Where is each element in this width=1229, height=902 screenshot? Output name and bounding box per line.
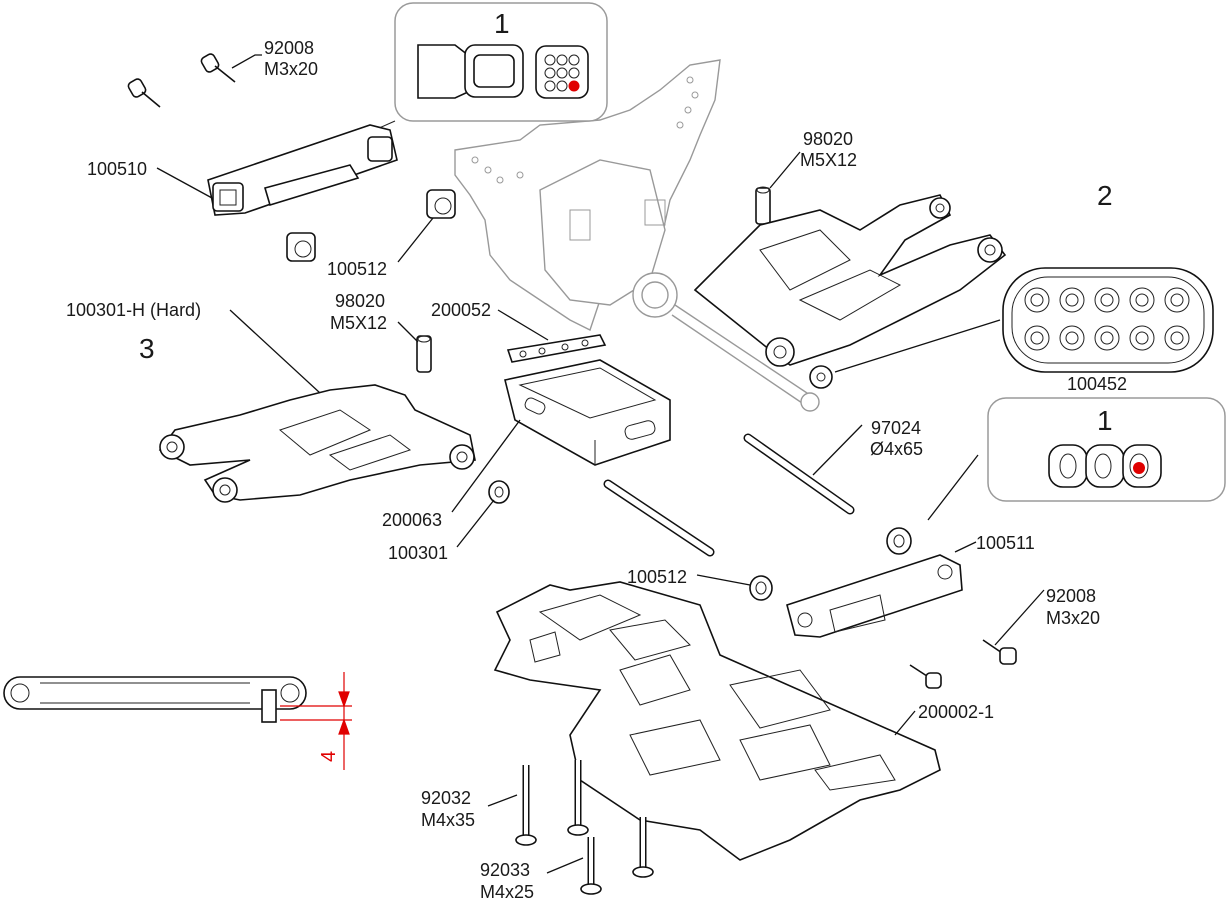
callout-number-top: 1 bbox=[494, 8, 510, 39]
label-200052: 200052 bbox=[431, 300, 491, 320]
label-97024: 97024 bbox=[871, 418, 921, 438]
highlight-dot-top bbox=[568, 80, 580, 92]
callout-box-right: 1 bbox=[987, 397, 1226, 502]
label-98020-left: 98020 bbox=[335, 291, 385, 311]
highlight-dot-right bbox=[1133, 462, 1145, 474]
callout-number-right: 1 bbox=[1097, 405, 1113, 436]
screw-92033 bbox=[580, 817, 654, 895]
label-m3x20-top: M3x20 bbox=[264, 59, 318, 79]
label-100512-left: 100512 bbox=[327, 259, 387, 279]
index-number-2: 2 bbox=[1097, 180, 1113, 211]
dimension-value: 4 bbox=[318, 751, 340, 762]
grub-screw-98020-left bbox=[416, 335, 432, 373]
washer-arm-right bbox=[809, 365, 833, 389]
screw-mid-right bbox=[909, 664, 942, 689]
hinge-pin-lower bbox=[603, 479, 715, 557]
dimension-marker bbox=[280, 672, 352, 770]
leader-lines bbox=[156, 54, 1045, 874]
label-m5x12-right: M5X12 bbox=[800, 150, 857, 170]
hinge-block-100511 bbox=[786, 554, 963, 638]
chassis-plate-200002-1 bbox=[493, 581, 941, 861]
hinge-block-100510 bbox=[207, 124, 398, 216]
label-200002-1: 200002-1 bbox=[918, 702, 994, 722]
screw-92008-top bbox=[200, 53, 236, 83]
suspension-arm-left bbox=[158, 384, 476, 503]
label-92032: 92032 bbox=[421, 788, 471, 808]
label-200063: 200063 bbox=[382, 510, 442, 530]
label-100512-mid: 100512 bbox=[627, 567, 687, 587]
plate-200052 bbox=[506, 334, 607, 363]
screw-92032 bbox=[515, 760, 589, 846]
screw-top-left bbox=[127, 78, 161, 108]
label-o4x65: Ø4x65 bbox=[870, 439, 923, 459]
label-92008-right: 92008 bbox=[1046, 586, 1096, 606]
arm-side-view bbox=[3, 676, 307, 723]
hinge-pin-97024 bbox=[743, 433, 855, 515]
label-m4x35: M4x35 bbox=[421, 810, 475, 830]
label-92008-top: 92008 bbox=[264, 38, 314, 58]
gearbox-assembly-ghost bbox=[454, 59, 820, 412]
screw-92008-right bbox=[982, 639, 1017, 665]
label-m4x25: M4x25 bbox=[480, 882, 534, 902]
label-m5x12-left: M5X12 bbox=[330, 313, 387, 333]
callout-box-top: 1 bbox=[394, 2, 608, 122]
label-100452: 100452 bbox=[1067, 374, 1127, 394]
suspension-arm-right bbox=[693, 194, 1007, 367]
bushing-100512-right bbox=[749, 527, 912, 601]
label-100511: 100511 bbox=[976, 533, 1035, 553]
part-labels: 92008 M3x20 100510 100512 98020 M5X12 2 … bbox=[66, 38, 1127, 902]
index-number-3: 3 bbox=[139, 333, 155, 364]
bushing-100512-left bbox=[286, 189, 456, 262]
label-100301-h: 100301-H (Hard) bbox=[66, 300, 201, 320]
washer-100301 bbox=[488, 480, 510, 504]
label-92033: 92033 bbox=[480, 860, 530, 880]
spacer-block-200063 bbox=[504, 359, 671, 466]
grub-screw-98020-right bbox=[755, 186, 771, 225]
insert-set-100452 bbox=[1002, 267, 1214, 373]
label-100301: 100301 bbox=[388, 543, 448, 563]
label-100510: 100510 bbox=[87, 159, 147, 179]
label-m3x20-right: M3x20 bbox=[1046, 608, 1100, 628]
label-98020-right: 98020 bbox=[803, 129, 853, 149]
